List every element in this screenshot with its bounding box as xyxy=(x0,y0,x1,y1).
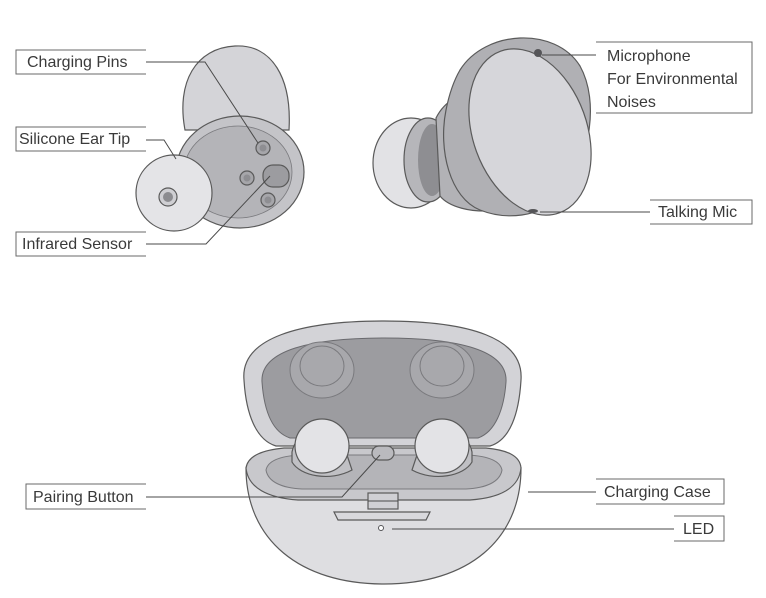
label-charging-pins: Charging Pins xyxy=(27,54,128,71)
seated-left-earbud-tip xyxy=(294,418,350,474)
label-silicone-ear-tip: Silicone Ear Tip xyxy=(19,131,130,148)
lid-left-impression-inner xyxy=(299,345,345,387)
label-led: LED xyxy=(683,521,714,538)
right-earbud-outer-face xyxy=(468,48,592,216)
pairing-button xyxy=(371,445,395,461)
lid-left-impression xyxy=(289,341,355,399)
talking-mic xyxy=(528,209,538,213)
lid-right-impression-inner xyxy=(419,345,465,387)
label-charging-case: Charging Case xyxy=(604,484,711,501)
charging-pin-bottom-core xyxy=(264,196,272,204)
left-earbud-illustration xyxy=(135,45,305,232)
leader-pairing-button xyxy=(146,454,381,498)
label-frame-microphone xyxy=(596,41,753,114)
label-infrared-sensor: Infrared Sensor xyxy=(22,236,133,253)
label-microphone-line1: Microphone xyxy=(607,48,691,65)
charging-pin-top-core xyxy=(259,144,267,152)
charging-case-illustration xyxy=(243,320,522,585)
right-earbud-illustration xyxy=(372,37,592,217)
label-frame-pairing-button xyxy=(25,483,146,510)
leader-infrared-sensor xyxy=(146,175,271,245)
label-microphone-line3: Noises xyxy=(607,94,656,111)
case-front-notch xyxy=(333,511,431,521)
label-frame-charging-pins xyxy=(15,49,146,75)
left-earbud-stem xyxy=(182,45,290,131)
label-talking-mic: Talking Mic xyxy=(658,204,737,221)
seated-right-earbud-tip xyxy=(414,418,470,474)
led-indicator xyxy=(378,525,384,531)
label-frame-led xyxy=(674,515,725,542)
label-frame-infrared-sensor xyxy=(15,231,146,257)
environmental-microphone xyxy=(534,49,542,57)
lid-right-impression xyxy=(409,341,475,399)
label-microphone-line2: For Environmental xyxy=(607,71,738,88)
callout-leaders xyxy=(146,54,674,530)
label-frame-silicone-ear-tip xyxy=(15,126,146,152)
leader-silicone-ear-tip xyxy=(146,139,177,160)
label-pairing-button: Pairing Button xyxy=(33,489,134,506)
leader-charging-pins xyxy=(146,61,259,144)
callout-labels: Charging Pins Silicone Ear Tip Infrared … xyxy=(15,41,753,542)
label-frame-talking-mic xyxy=(650,199,753,225)
infrared-sensor xyxy=(262,164,290,188)
label-frame-charging-case xyxy=(596,478,725,505)
ear-tip-nozzle-inner xyxy=(163,192,173,202)
charging-pin-left-core xyxy=(243,174,251,182)
